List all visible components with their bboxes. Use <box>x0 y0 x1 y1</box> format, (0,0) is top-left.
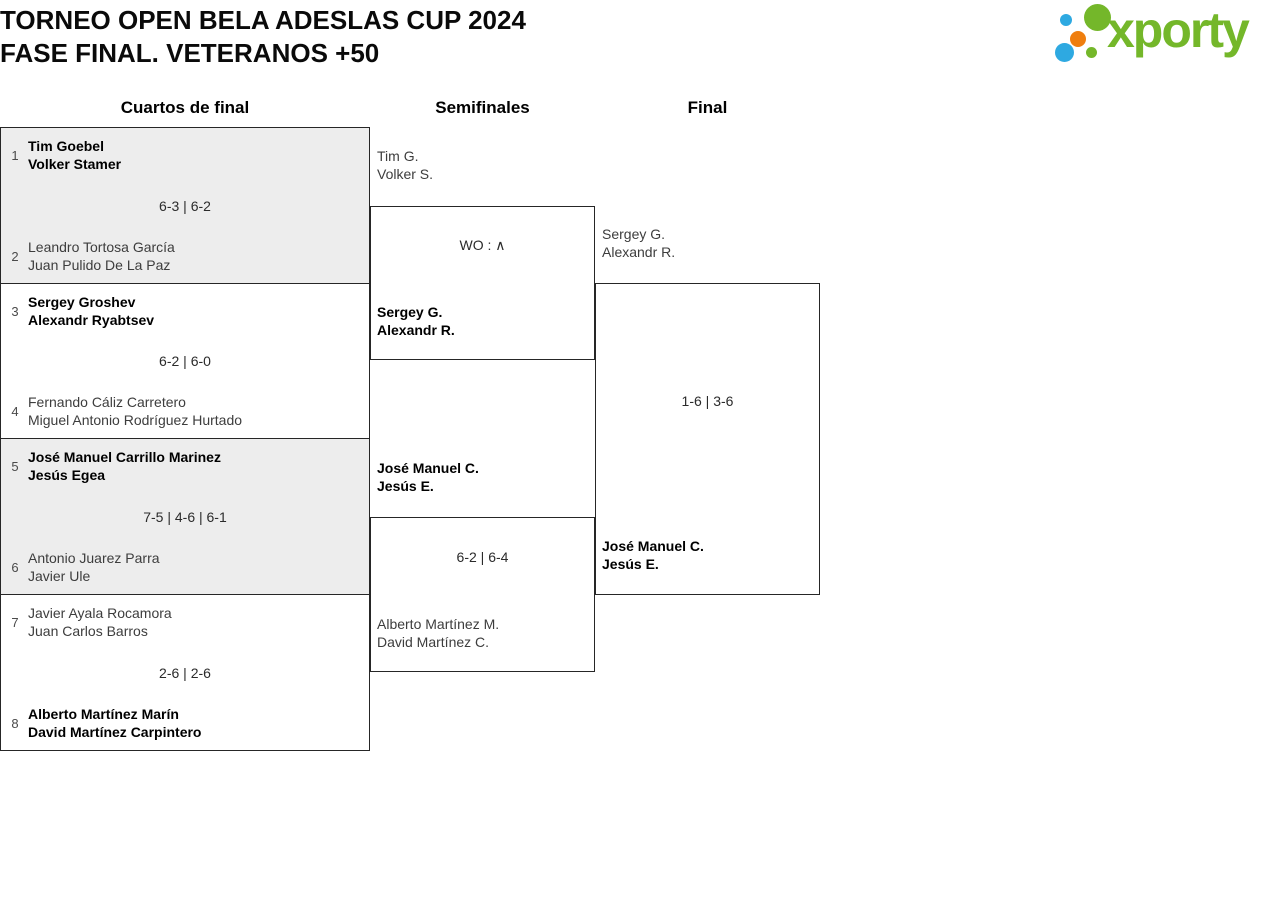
quarterfinal-match-2[interactable]: 3 Sergey Groshev Alexandr Ryabtsev 6-2 |… <box>0 283 370 439</box>
player-name: Sergey G. <box>377 304 443 320</box>
seed-number: 6 <box>11 559 19 575</box>
player-name: Sergey G. <box>602 226 666 242</box>
player-name: Jesús Egea <box>28 467 106 483</box>
semifinal-2-top-team: José Manuel C. Jesús E. <box>377 459 479 495</box>
logo-dot-icon <box>1070 31 1086 47</box>
seed-number: 2 <box>11 248 19 264</box>
match-score: 6-2 | 6-4 <box>456 549 509 565</box>
seed-number: 1 <box>11 147 19 163</box>
semifinal-1-bottom-team: Sergey G. Alexandr R. <box>377 303 455 339</box>
match-score: WO : ∧ <box>459 237 506 253</box>
seed-number: 7 <box>11 614 19 630</box>
player-name: Alberto Martínez M. <box>377 616 500 632</box>
player-name: José Manuel Carrillo Marinez <box>28 449 221 465</box>
team-names: Antonio Juarez Parra Javier Ule <box>28 549 160 585</box>
match-score: 2-6 | 2-6 <box>159 664 211 681</box>
team-names: Sergey Groshev Alexandr Ryabtsev <box>28 293 154 329</box>
player-name: Alexandr R. <box>377 322 455 338</box>
logo-dot-icon <box>1086 47 1097 58</box>
player-name: Miguel Antonio Rodríguez Hurtado <box>28 412 243 428</box>
player-name: Juan Carlos Barros <box>28 623 148 639</box>
quarterfinal-match-1[interactable]: 1 Tim Goebel Volker Stamer 6-3 | 6-2 2 L… <box>0 127 370 284</box>
logo-dot-icon <box>1084 4 1111 31</box>
seed-number: 8 <box>11 715 19 731</box>
logo-text: xporty <box>1107 2 1250 58</box>
team-names: Fernando Cáliz Carretero Miguel Antonio … <box>28 393 242 429</box>
player-name: Tim G. <box>377 148 419 164</box>
logo-dot-icon <box>1060 14 1072 26</box>
seed-number: 5 <box>11 458 19 474</box>
player-name: David Martínez Carpintero <box>28 724 202 740</box>
player-name: David Martínez C. <box>377 634 490 650</box>
team-names: Javier Ayala Rocamora Juan Carlos Barros <box>28 604 172 640</box>
match-score: 7-5 | 4-6 | 6-1 <box>143 508 227 525</box>
semifinal-match-1[interactable] <box>370 206 595 360</box>
final-top-team: Sergey G. Alexandr R. <box>602 225 675 261</box>
match-score: 6-2 | 6-0 <box>159 353 211 369</box>
player-name: Alberto Martínez Marín <box>28 706 179 722</box>
final-match[interactable] <box>595 283 820 595</box>
match-score: 1-6 | 3-6 <box>681 393 734 409</box>
round-header-quarterfinals: Cuartos de final <box>120 98 250 117</box>
xporty-logo[interactable]: xporty <box>1045 0 1277 72</box>
round-header-semifinals: Semifinales <box>435 98 530 117</box>
player-name: Tim Goebel <box>28 138 104 154</box>
quarterfinal-match-3[interactable]: 5 José Manuel Carrillo Marinez Jesús Ege… <box>0 438 370 595</box>
team-names: Alberto Martínez Marín David Martínez Ca… <box>28 705 201 741</box>
seed-number: 3 <box>11 303 19 319</box>
player-name: Leandro Tortosa García <box>28 239 175 255</box>
player-name: Javier Ayala Rocamora <box>28 605 172 621</box>
team-names: José Manuel Carrillo Marinez Jesús Egea <box>28 448 221 484</box>
player-name: Sergey Groshev <box>28 294 136 310</box>
round-header-final: Final <box>687 98 728 117</box>
semifinal-2-bottom-team: Alberto Martínez M. David Martínez C. <box>377 615 499 651</box>
player-name: Alexandr Ryabtsev <box>28 312 155 328</box>
seed-number: 4 <box>11 403 19 419</box>
player-name: Fernando Cáliz Carretero <box>28 394 186 410</box>
team-names: Tim Goebel Volker Stamer <box>28 137 121 173</box>
match-score: 6-3 | 6-2 <box>159 197 211 214</box>
player-name: Jesús E. <box>377 478 434 494</box>
player-name: José Manuel C. <box>602 538 704 554</box>
player-name: Alexandr R. <box>602 244 676 260</box>
player-name: José Manuel C. <box>377 460 479 476</box>
final-bottom-team: José Manuel C. Jesús E. <box>602 537 704 573</box>
logo-dot-icon <box>1055 43 1074 62</box>
team-names: Leandro Tortosa García Juan Pulido De La… <box>28 238 175 274</box>
player-name: Volker S. <box>377 166 434 182</box>
quarterfinal-match-4[interactable]: 7 Javier Ayala Rocamora Juan Carlos Barr… <box>0 594 370 751</box>
semifinal-1-top-team: Tim G. Volker S. <box>377 147 433 183</box>
player-name: Juan Pulido De La Paz <box>28 257 171 273</box>
player-name: Antonio Juarez Parra <box>28 550 160 566</box>
player-name: Jesús E. <box>602 556 659 572</box>
player-name: Volker Stamer <box>28 156 122 172</box>
semifinal-match-2[interactable] <box>370 517 595 672</box>
player-name: Javier Ule <box>28 568 91 584</box>
page-title: TORNEO OPEN BELA ADESLAS CUP 2024 <box>0 5 526 35</box>
page-subtitle: FASE FINAL. VETERANOS +50 <box>0 38 380 68</box>
